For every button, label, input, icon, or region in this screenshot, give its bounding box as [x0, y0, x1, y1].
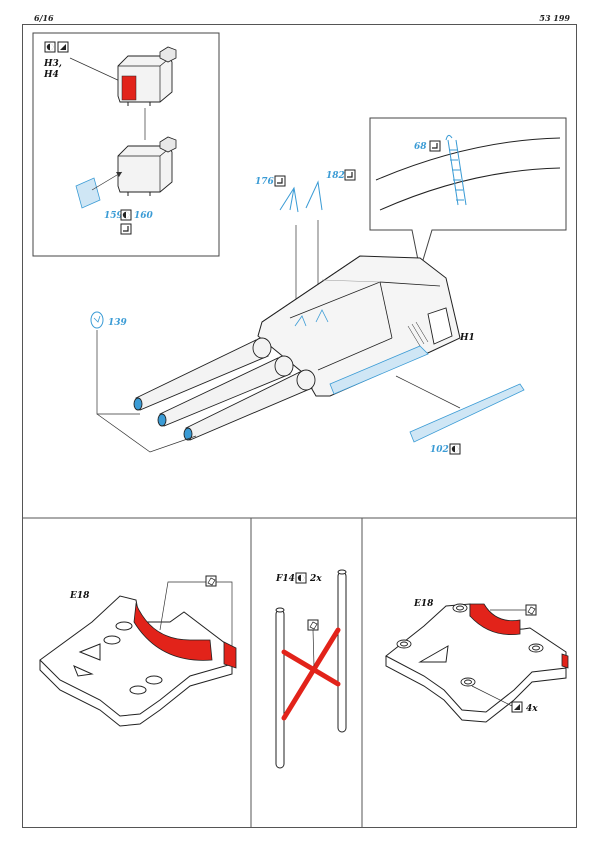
- fold-icon: [274, 175, 286, 187]
- photo-etch-icon: [307, 619, 319, 631]
- aerial-176: [279, 186, 299, 213]
- turret-assembly: 176 182 H1: [90, 169, 525, 455]
- inset-ladder: 68: [369, 117, 567, 271]
- remove-icon: [120, 209, 132, 221]
- pe-label-182: 182: [326, 171, 345, 181]
- pe-label-176: 176: [255, 177, 275, 187]
- photo-etch-plate: [75, 171, 123, 209]
- part-label-e18-left: E18: [69, 591, 90, 601]
- remove-icon: [44, 41, 56, 53]
- part-label-h4: H4: [43, 70, 59, 80]
- tampion-139: [90, 311, 104, 329]
- inset-engine: H3, H4 159: [32, 32, 220, 257]
- qty-2x: 2x: [309, 574, 322, 584]
- glue-icon: [57, 41, 69, 53]
- pe-label-102: 102: [430, 445, 449, 455]
- pe-label-159: 159: [104, 211, 124, 221]
- panel-mid-frame: F14 2x: [275, 569, 347, 769]
- engine-box-lower: [117, 136, 177, 196]
- page-number: 6/16: [34, 13, 54, 23]
- remove-icon: [295, 572, 307, 584]
- fold-icon: [344, 169, 356, 181]
- part-label-h3: H3,: [43, 59, 62, 69]
- kit-number: 53 199: [539, 13, 570, 23]
- remove-icon: [449, 443, 461, 455]
- ladder: [445, 134, 467, 206]
- fold-icon: [120, 223, 132, 235]
- photo-etch-icon: [525, 604, 537, 616]
- panel-left-base: E18: [39, 575, 237, 727]
- pe-label-160: 160: [134, 211, 154, 221]
- fold-icon: [429, 140, 441, 152]
- gun-barrels: [133, 337, 316, 441]
- pe-strip-102: [395, 375, 525, 443]
- page-frame: [22, 24, 577, 828]
- part-label-f14: F14: [275, 574, 295, 584]
- part-label-e18-right: E18: [413, 599, 434, 609]
- qty-4x: 4x: [526, 704, 538, 714]
- glue-icon: [511, 701, 523, 713]
- panel-right-base: E18 4x: [385, 599, 569, 723]
- pe-label-139: 139: [108, 318, 128, 328]
- engine-box-upper: [117, 46, 177, 106]
- part-label-h1: H1: [459, 333, 475, 343]
- pe-label-68: 68: [414, 142, 427, 152]
- photo-etch-icon: [205, 575, 217, 587]
- aerial-182: [305, 180, 323, 211]
